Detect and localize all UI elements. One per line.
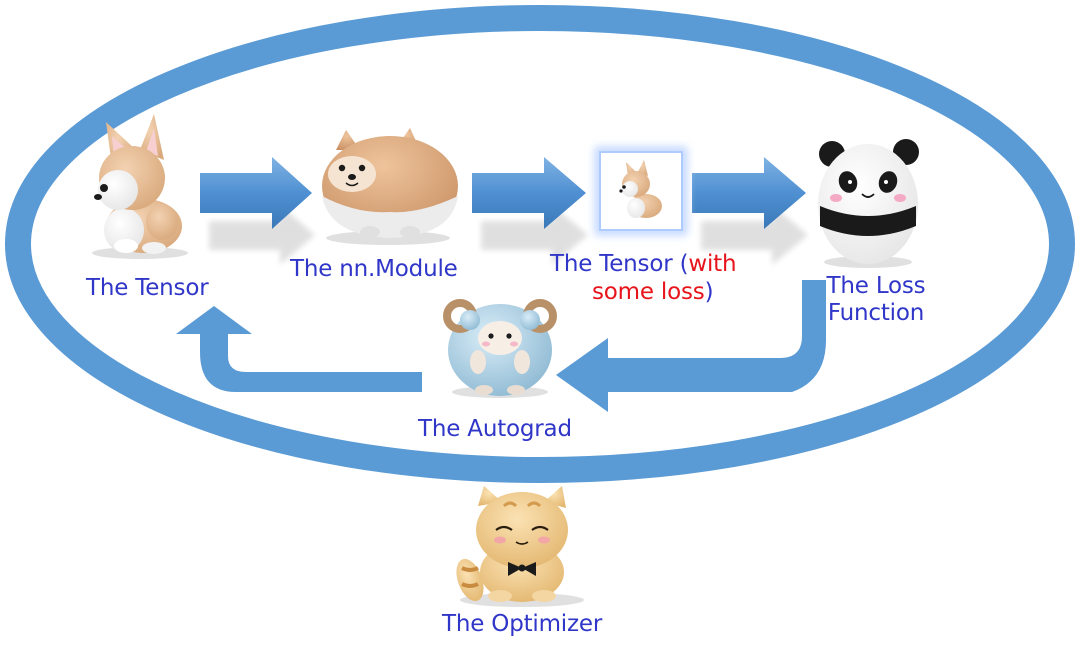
arrow-loss-to-autograd [556,280,826,412]
label-nn-module: The nn.Module [290,256,458,282]
label-tensor-with-loss-line-1: The Tensor (with [550,250,737,278]
label-the-tensor: The Tensor [86,275,209,301]
arrow-tensor-to-loss [692,157,808,265]
corgi-plush-icon [92,114,188,259]
small-corgi-plush-icon [594,146,688,236]
label-loss-function-line-1: The Loss [826,273,926,299]
arrow-autograd-to-tensor [176,306,422,392]
cat-plush-icon [456,486,584,607]
shiba-plush-icon [322,128,458,245]
loop-ellipse [5,5,1075,483]
arrow-tensor-to-module [200,157,315,265]
label-tensor-with-loss-tail: ) [704,279,714,305]
label-tensor-with-loss-highlight: with [688,251,737,277]
label-tensor-with-loss-prefix: The Tensor ( [550,251,689,277]
label-autograd: The Autograd [418,416,572,442]
sheep-plush-icon [443,299,557,398]
label-tensor-with-loss-highlight-2: some loss [592,279,705,305]
label-optimizer: The Optimizer [442,611,603,637]
label-loss-function-line-2: Function [827,300,925,326]
label-tensor-with-loss-line-2: some loss) [592,278,714,306]
arrow-module-to-tensor [472,157,588,265]
panda-plush-icon [818,139,919,268]
